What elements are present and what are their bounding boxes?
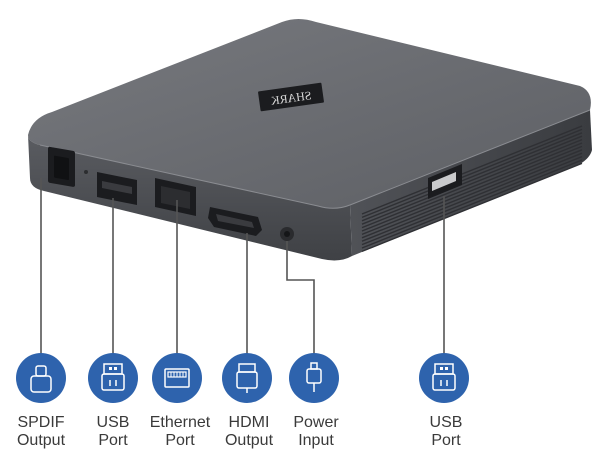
leader-lines (40, 178, 445, 360)
label-usb-front-line2: Port (98, 432, 128, 449)
vent-slat (361, 142, 583, 232)
vent-slat (361, 125, 583, 215)
usb-port-side (428, 164, 462, 199)
vent-slat (361, 132, 583, 222)
tv-box-device: SHARK (28, 19, 592, 261)
label-hdmi-line2: Output (224, 432, 274, 449)
device-top-surface (28, 19, 591, 209)
indicator-led (84, 170, 88, 174)
label-spdif: SPDIF Output (0, 414, 86, 450)
ethernet-port (155, 178, 196, 216)
label-usb-side: USB Port (401, 414, 491, 450)
label-power-line2: Input (298, 432, 334, 449)
vent-slat (361, 152, 583, 242)
spdif-port (48, 146, 75, 187)
brand-logo-text: SHARK (270, 88, 313, 108)
vent-slat (361, 149, 583, 239)
label-spdif-line2: Output (16, 432, 66, 449)
label-hdmi: HDMI Output (204, 414, 294, 450)
usb-port-front (97, 172, 137, 205)
usb-port-icon (88, 353, 138, 403)
hdmi-port (208, 207, 262, 236)
device-edge-highlight (39, 109, 591, 209)
spdif-optical-icon (16, 353, 66, 403)
label-power: Power Input (271, 414, 361, 450)
label-hdmi-line1: HDMI (228, 414, 270, 431)
usb-port-icon (419, 353, 469, 403)
label-usb-side-line1: USB (429, 414, 463, 431)
vent-slat (361, 135, 583, 225)
label-spdif-line1: SPDIF (17, 414, 65, 431)
vent-slat (361, 128, 583, 219)
vent-slat (361, 138, 583, 229)
leader-line-power (286, 241, 315, 360)
hdmi-port-icon (222, 353, 272, 403)
label-power-line1: Power (293, 414, 339, 431)
side-vents (361, 125, 583, 253)
label-usb-front: USB Port (68, 414, 158, 450)
port-icons (16, 353, 469, 403)
vent-slat (361, 145, 583, 236)
brand-logo: SHARK (258, 82, 324, 112)
label-usb-side-line2: Port (431, 432, 461, 449)
power-port (280, 227, 294, 241)
label-ethernet-line1: Ethernet (149, 414, 211, 431)
label-ethernet-line2: Port (165, 432, 195, 449)
vent-slat (361, 155, 583, 246)
power-input-icon (289, 353, 339, 403)
vent-slat (361, 162, 583, 253)
label-usb-front-line1: USB (96, 414, 130, 431)
ethernet-port-icon (152, 353, 202, 403)
vent-slat (361, 159, 583, 249)
label-ethernet: Ethernet Port (135, 414, 225, 450)
